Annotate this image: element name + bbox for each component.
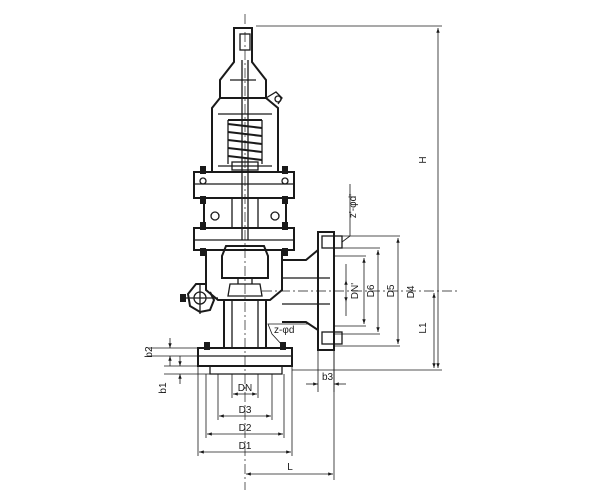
valve-chamber xyxy=(205,250,283,301)
dim-DN-outlet-label: DN' xyxy=(350,283,361,299)
dim-D5-label: D5 xyxy=(386,284,397,297)
inlet-dimensions: z-φd b2 b1 b3 DN D3 D2 D1 xyxy=(144,323,346,480)
dim-b3-label: b3 xyxy=(322,372,334,383)
dim-L-label: L xyxy=(287,462,293,473)
spindle xyxy=(241,60,249,240)
dim-L1-label: L1 xyxy=(418,322,429,334)
cap xyxy=(219,27,267,99)
disc-holder xyxy=(221,245,269,279)
center-lines xyxy=(244,14,460,490)
dim-D3-label: D3 xyxy=(239,405,252,416)
dim-D4-label: D4 xyxy=(406,285,417,298)
dim-D1-label: D1 xyxy=(239,441,252,452)
test-handwheel xyxy=(180,283,218,314)
valve-body xyxy=(180,27,343,375)
dim-DN-label: DN xyxy=(238,383,252,394)
dim-D2-label: D2 xyxy=(239,423,252,434)
dim-b2-label: b2 xyxy=(144,346,155,358)
body-flange xyxy=(193,227,295,251)
dim-b1-label: b1 xyxy=(158,382,169,394)
right-dimensions: H L1 D4 D5 D6 DN' z'-φd' xyxy=(256,25,442,371)
inlet-nozzle xyxy=(223,300,267,348)
dim-H-label: H xyxy=(418,156,429,163)
dim-z-outlet-label: z'-φd' xyxy=(348,194,359,218)
dim-D6-label: D6 xyxy=(366,284,377,297)
dim-z-inlet-label: z-φd xyxy=(274,325,294,336)
bonnet-flange xyxy=(193,171,295,199)
